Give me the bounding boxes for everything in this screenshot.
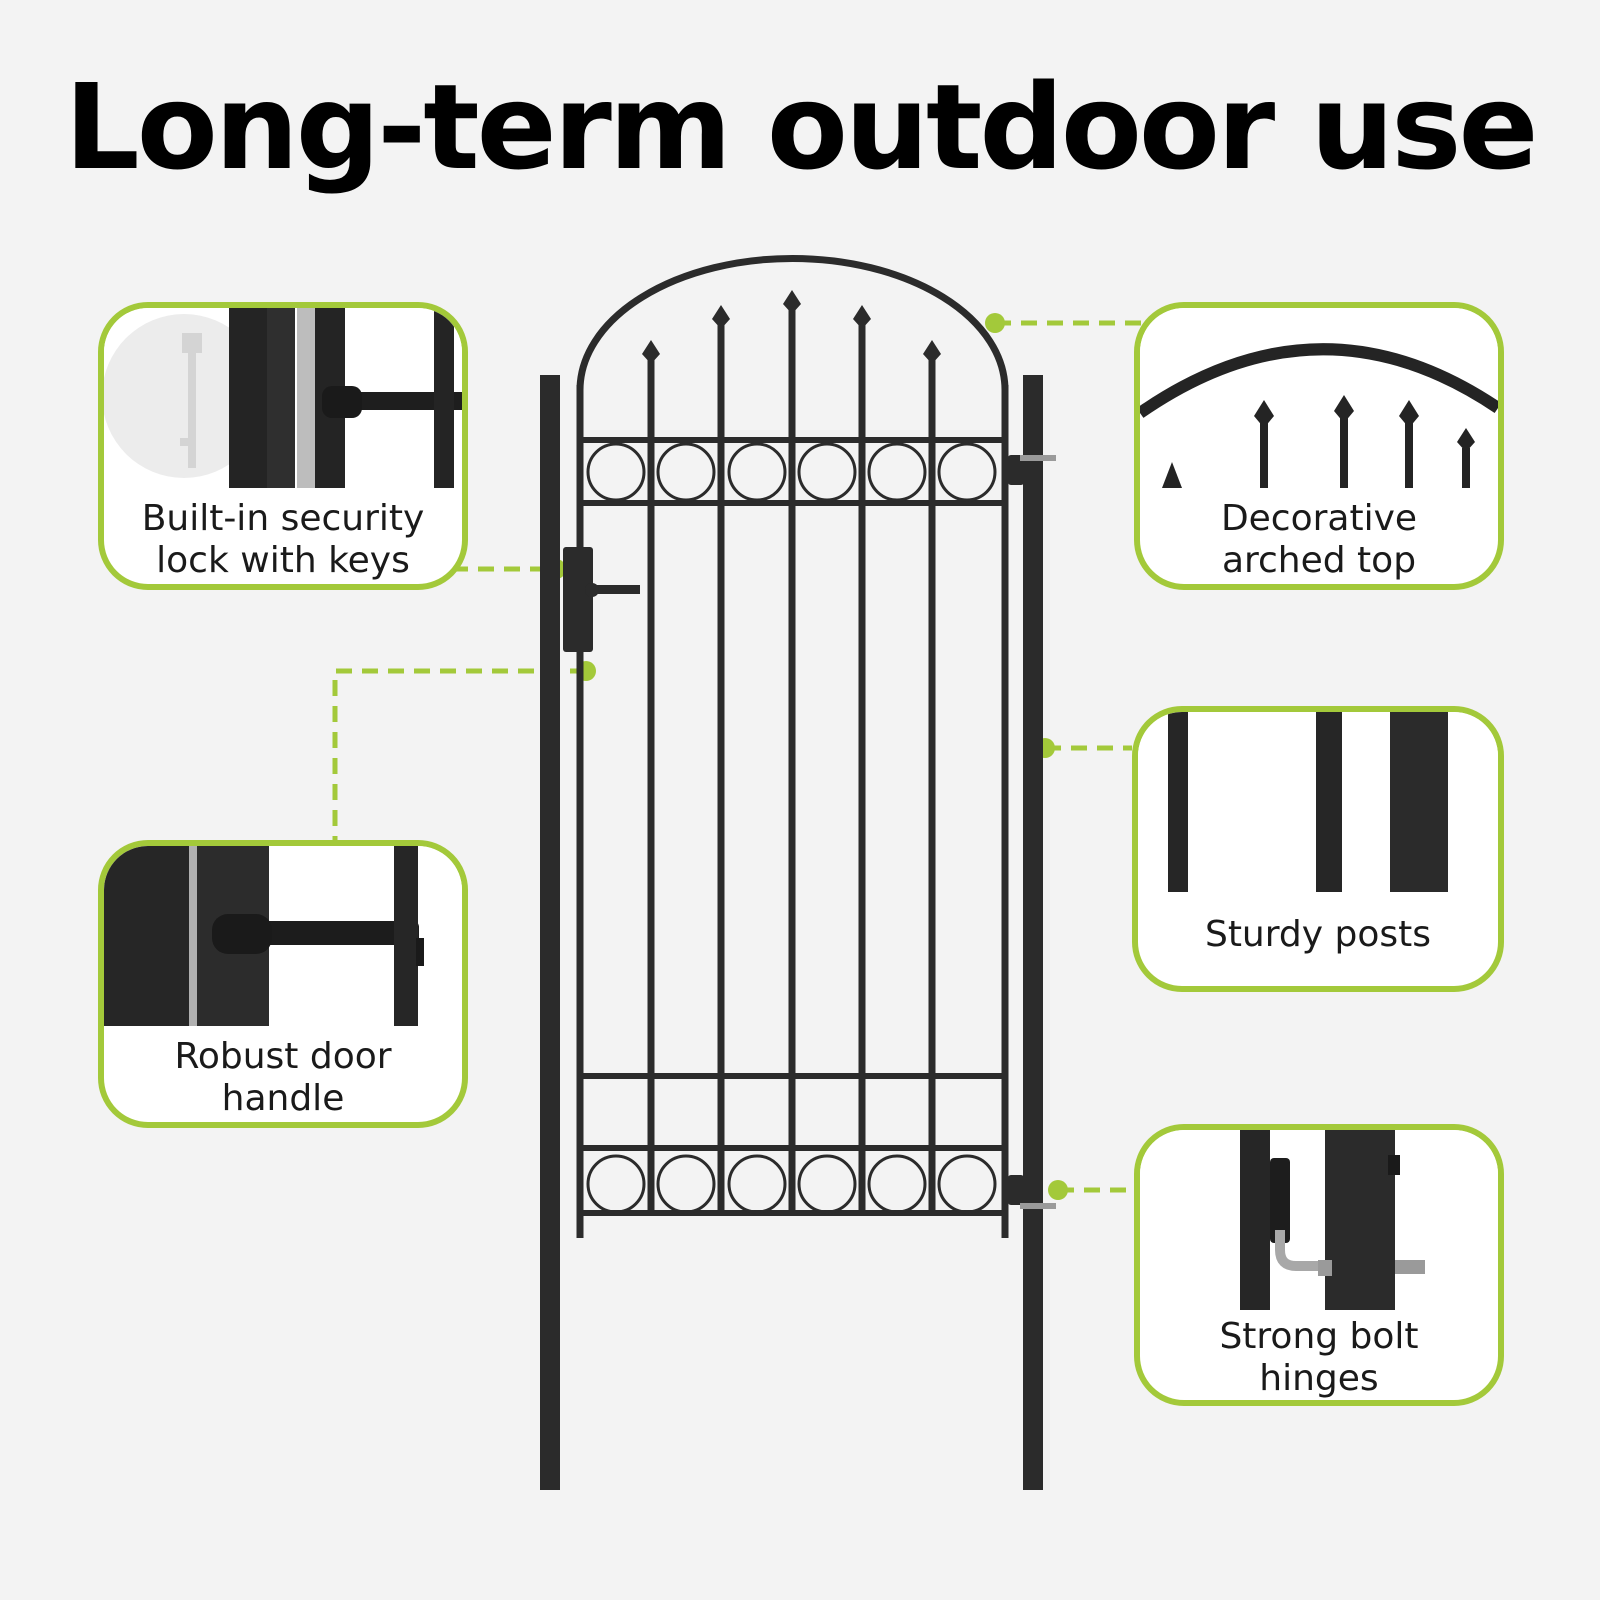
callout-hinges-label-1: Strong bolt bbox=[1219, 1316, 1419, 1357]
callout-handle-label-2: handle bbox=[221, 1078, 345, 1119]
callout-arch-label-1: Decorative bbox=[1220, 498, 1418, 539]
callout-lock-label-2: lock with keys bbox=[156, 540, 410, 581]
callout-hinges-label-2: hinges bbox=[1259, 1358, 1379, 1399]
hinge-icon bbox=[1140, 1130, 1498, 1310]
lock-key-icon bbox=[104, 308, 462, 488]
callout-bolt-hinges: Strong bolt hinges bbox=[1134, 1124, 1504, 1406]
left-post bbox=[540, 375, 560, 1490]
right-post bbox=[1023, 375, 1043, 1490]
gate-hinges bbox=[1008, 455, 1056, 1209]
callout-arch-label-2: arched top bbox=[1221, 540, 1417, 581]
top-rings bbox=[586, 442, 997, 502]
callout-arched-top: Decorative arched top bbox=[1134, 302, 1504, 590]
callout-lock-label-1: Built-in security bbox=[141, 498, 425, 539]
callout-posts-label: Sturdy posts bbox=[1204, 914, 1432, 955]
gate-lock bbox=[563, 547, 640, 652]
connector-lines bbox=[332, 320, 1148, 1193]
callout-handle-label-1: Robust door bbox=[174, 1036, 392, 1077]
spear-finial-icon bbox=[1140, 308, 1498, 488]
callout-security-lock: Built-in security lock with keys bbox=[98, 302, 468, 590]
callout-sturdy-posts: Sturdy posts bbox=[1132, 706, 1504, 992]
page-title: Long-term outdoor use bbox=[64, 58, 1539, 196]
spear-finials bbox=[642, 290, 941, 364]
callout-door-handle: Robust door handle bbox=[98, 840, 468, 1128]
post-icon bbox=[1138, 712, 1498, 892]
bottom-rings bbox=[586, 1154, 997, 1214]
door-handle-icon bbox=[104, 846, 462, 1026]
